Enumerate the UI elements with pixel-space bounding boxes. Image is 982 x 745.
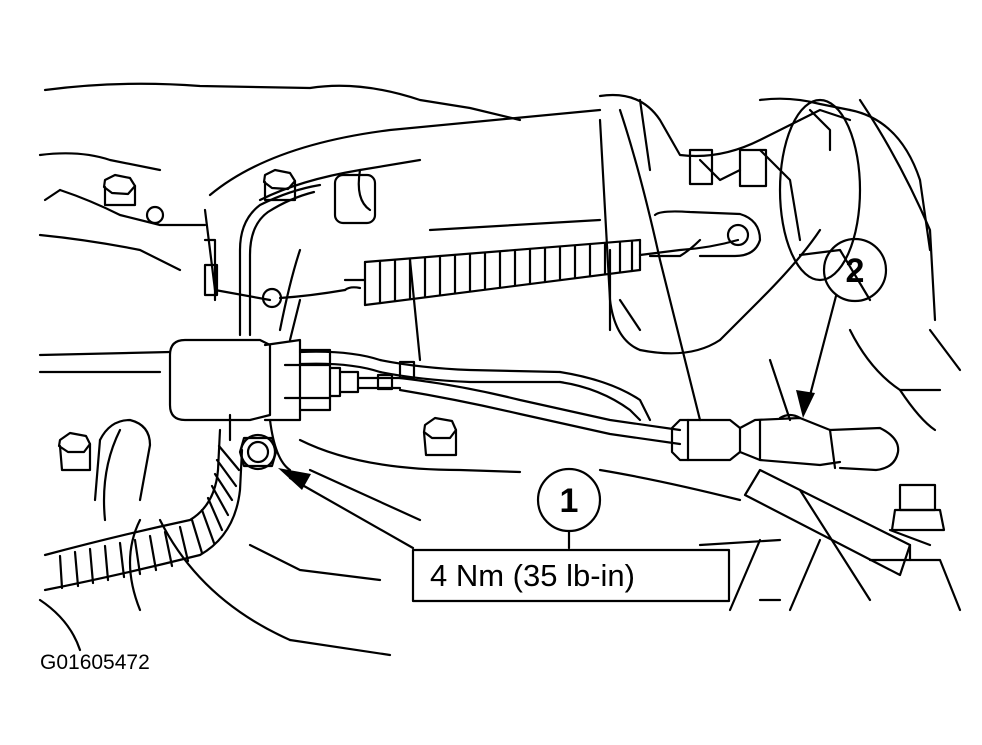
- sensor-cables: [298, 350, 682, 446]
- callout-2-circle: [822, 237, 888, 303]
- wiring-harness: [43, 418, 244, 592]
- sensor-bolt: [238, 433, 278, 471]
- torque-label-box: [411, 548, 731, 603]
- callout-circles: [536, 237, 888, 533]
- callout-2-arrowhead: [796, 390, 815, 418]
- electrical-connector: [670, 413, 900, 472]
- coil-spring: [343, 238, 740, 307]
- callout-2-leader-line: [806, 294, 838, 405]
- callout-2-number: 2: [845, 252, 865, 290]
- sensor-wire: [238, 183, 362, 337]
- leader-arrowheads: [278, 390, 815, 490]
- bracket-bar: [728, 468, 946, 612]
- figure-id: G01605472: [40, 651, 150, 674]
- intake-manifold: [208, 94, 932, 422]
- leader-lines: [288, 294, 838, 550]
- callout-1-number: 1: [559, 482, 579, 520]
- manifold-bolts: [43, 168, 458, 472]
- torque-arrowhead: [278, 468, 311, 490]
- torque-spec-label: 4 Nm (35 lb-in): [430, 558, 635, 593]
- torque-leader-line: [288, 476, 415, 550]
- engine-background-outline: [38, 82, 962, 657]
